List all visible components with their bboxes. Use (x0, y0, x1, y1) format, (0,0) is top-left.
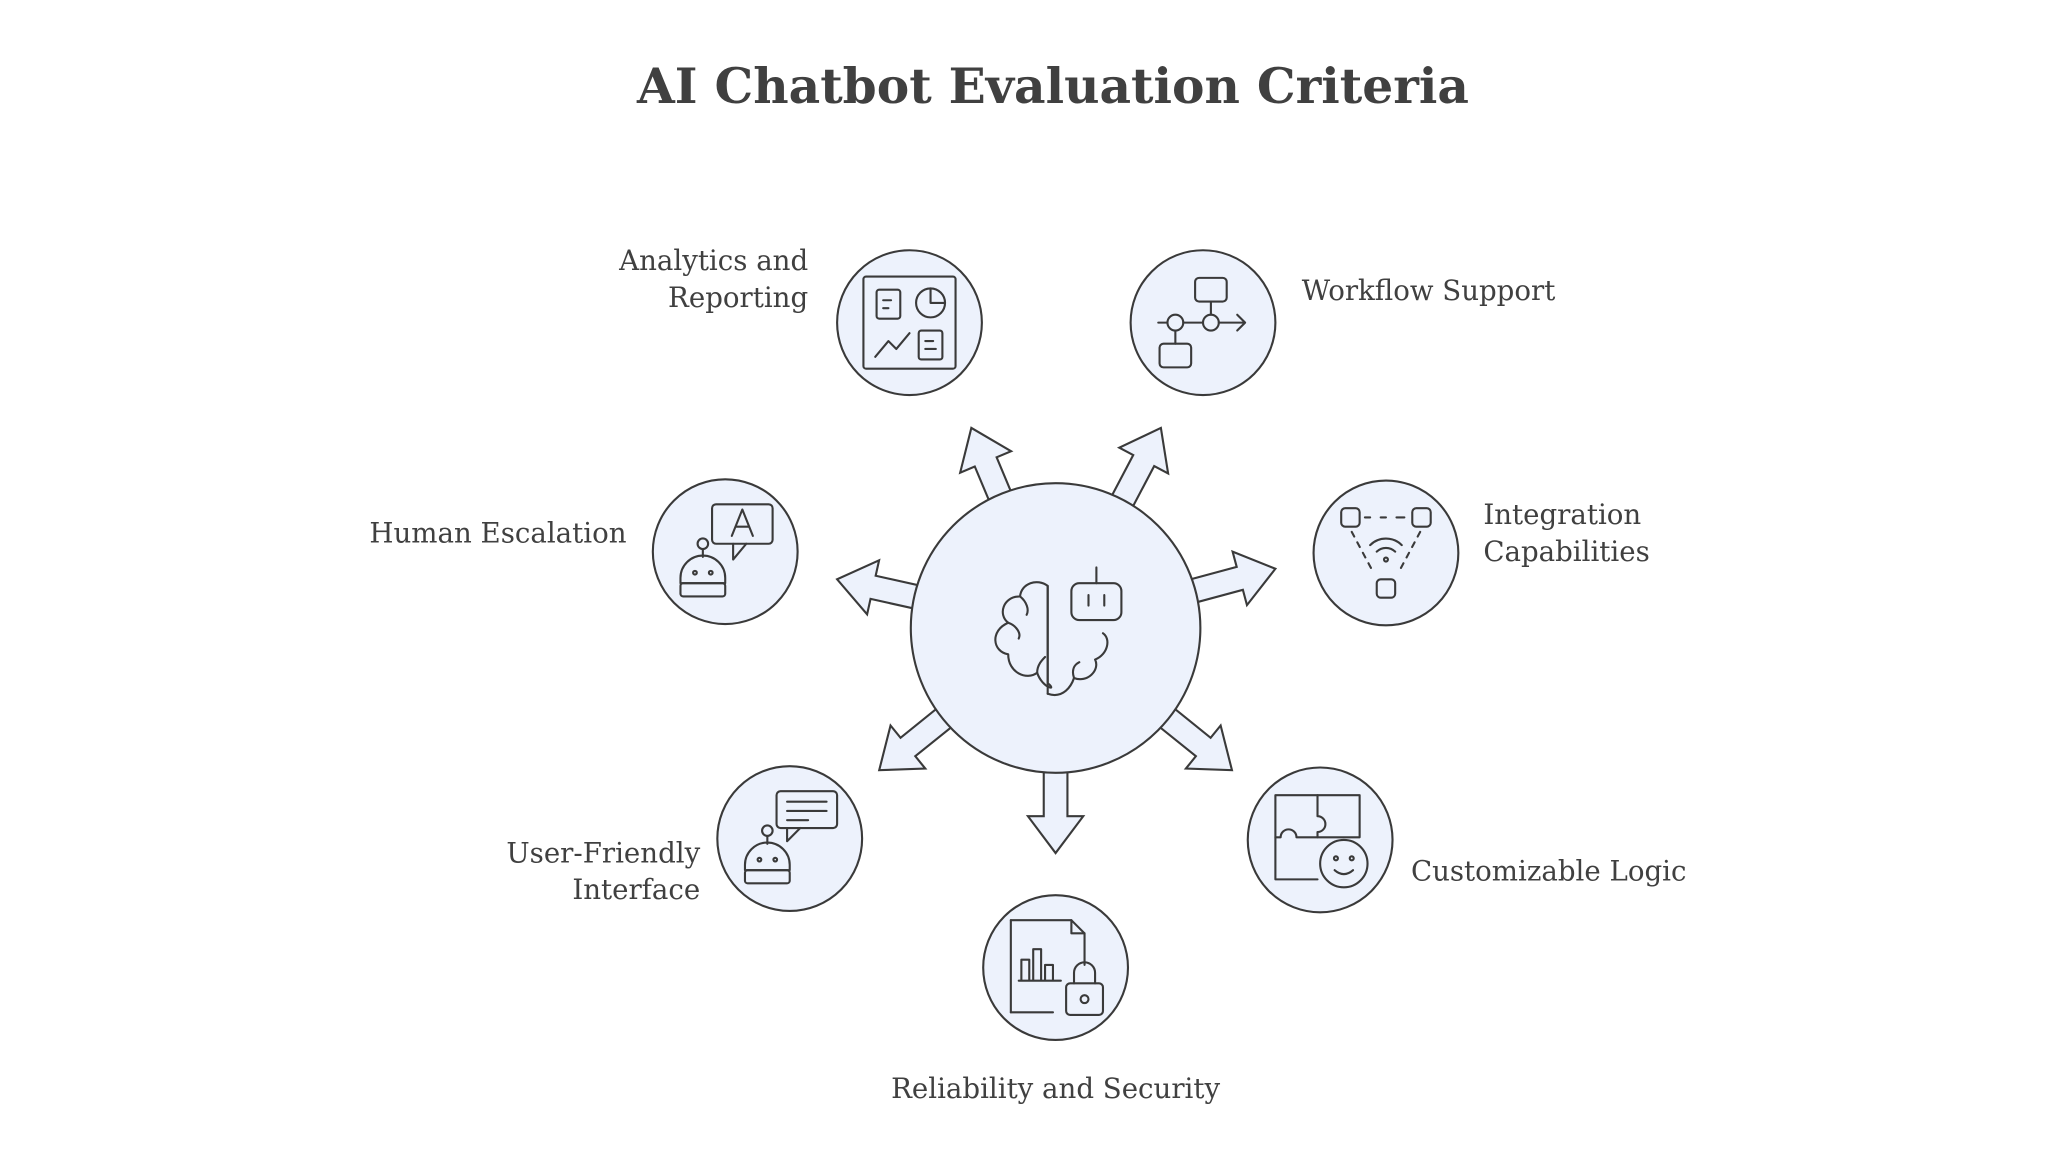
criterion-label: Customizable Logic (1411, 855, 1687, 888)
criterion-label: Capabilities (1483, 535, 1649, 568)
criterion-label: Workflow Support (1302, 274, 1556, 307)
criterion-label: Interface (572, 873, 700, 906)
criterion-label: Human Escalation (369, 516, 626, 549)
document-lock-icon (1009, 919, 1105, 1017)
robot-chat-icon (743, 790, 839, 885)
criterion-circle (1246, 766, 1394, 914)
robot-translate-icon (679, 503, 774, 598)
criterion-circle (1312, 479, 1460, 627)
workflow-icon (1157, 276, 1247, 369)
criterion-label: User-Friendly (506, 836, 700, 869)
criterion-node: Reliability and Security (891, 894, 1220, 1105)
criterion-node: Workflow Support (1129, 249, 1556, 397)
network-icon (1340, 507, 1432, 599)
center-node (909, 482, 1202, 774)
criterion-node: Customizable Logic (1246, 766, 1687, 914)
dashboard-icon (862, 275, 957, 370)
criterion-label: Reporting (668, 281, 808, 314)
criterion-node: Human Escalation (369, 478, 799, 626)
diagram-title: AI Chatbot Evaluation Criteria (636, 58, 1469, 115)
brain-robot-icon (994, 566, 1123, 697)
criterion-label: Analytics and (618, 244, 808, 277)
criterion-circle (836, 249, 983, 397)
criterion-circle (982, 894, 1130, 1042)
criterion-label: Integration (1483, 498, 1641, 531)
puzzle-face-icon (1274, 794, 1369, 889)
criterion-circle (651, 478, 799, 626)
criterion-label: Reliability and Security (891, 1072, 1220, 1105)
